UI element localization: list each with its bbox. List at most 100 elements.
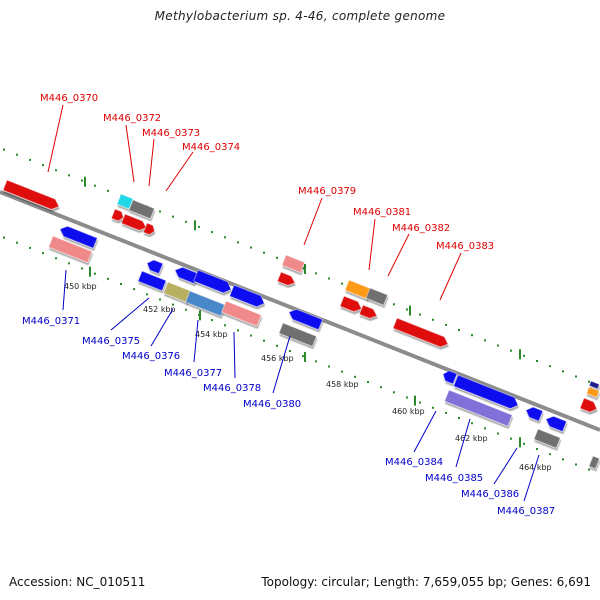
- outer-track-dot: [588, 380, 590, 383]
- label-leader: [272, 335, 291, 394]
- gene-label-bottom[interactable]: M446_0376: [122, 351, 180, 362]
- inner-track-dot: [16, 241, 18, 244]
- label-leader: [150, 308, 174, 347]
- inner-track-dot: [575, 463, 577, 466]
- gene-glyph[interactable]: [121, 213, 148, 233]
- inner-track-dot: [497, 432, 499, 435]
- outer-track-dot: [393, 303, 395, 306]
- gene-label-bottom[interactable]: M446_0377: [164, 368, 222, 379]
- gene-label-top[interactable]: M446_0372: [103, 113, 161, 124]
- label-leader: [523, 454, 540, 502]
- gene-glyph[interactable]: [533, 428, 561, 449]
- outer-track-dot: [484, 339, 486, 342]
- inner-track-dot: [458, 417, 460, 420]
- gene-glyph[interactable]: [173, 265, 199, 284]
- label-leader: [439, 252, 462, 301]
- gene-label-bottom[interactable]: M446_0386: [461, 489, 519, 500]
- outer-track-dot: [172, 215, 174, 218]
- gene-glyph[interactable]: [365, 287, 388, 306]
- gene-glyph[interactable]: [392, 317, 450, 349]
- gene-glyph[interactable]: [339, 295, 364, 314]
- gene-label-bottom[interactable]: M446_0380: [243, 399, 301, 410]
- gene-glyph[interactable]: [229, 284, 267, 309]
- scale-label: 458 kbp: [326, 380, 359, 389]
- label-leader: [125, 124, 135, 183]
- outer-track-dot: [406, 308, 408, 311]
- gene-glyph[interactable]: [185, 290, 226, 317]
- gene-label-bottom[interactable]: M446_0371: [22, 316, 80, 327]
- gene-glyph[interactable]: [145, 258, 164, 275]
- label-leader: [148, 138, 155, 187]
- outer-track-dot: [237, 241, 239, 244]
- gene-label-top[interactable]: M446_0373: [142, 128, 200, 139]
- gene-glyph[interactable]: [278, 322, 317, 347]
- outer-track-dot: [302, 267, 304, 270]
- label-leader: [493, 447, 518, 485]
- inner-track-dot: [3, 236, 5, 239]
- gene-glyph[interactable]: [579, 397, 599, 414]
- gene-glyph[interactable]: [586, 386, 600, 398]
- gene-glyph[interactable]: [111, 208, 125, 222]
- accession-text: Accession: NC_010511: [9, 575, 146, 589]
- gene-glyph[interactable]: [444, 389, 513, 427]
- gene-label-bottom[interactable]: M446_0378: [203, 383, 261, 394]
- gene-label-bottom[interactable]: M446_0384: [385, 457, 443, 468]
- scale-label: 454 kbp: [195, 330, 228, 339]
- gene-label-top[interactable]: M446_0379: [298, 186, 356, 197]
- gene-label-bottom[interactable]: M446_0375: [82, 336, 140, 347]
- gene-label-bottom[interactable]: M446_0387: [497, 506, 555, 517]
- outer-track-dot: [185, 220, 187, 223]
- scale-label: 450 kbp: [64, 282, 97, 291]
- gene-label-top[interactable]: M446_0370: [40, 93, 98, 104]
- gene-glyph[interactable]: [221, 300, 262, 327]
- outer-track-dot: [94, 184, 96, 187]
- inner-track-dot: [133, 288, 135, 291]
- gene-glyph[interactable]: [137, 270, 167, 292]
- gene-glyph[interactable]: [287, 307, 323, 331]
- inner-track-dot: [185, 308, 187, 311]
- gene-label-top[interactable]: M446_0374: [182, 142, 240, 153]
- gene-glyph[interactable]: [344, 279, 372, 300]
- gene-label-top[interactable]: M446_0383: [436, 241, 494, 252]
- inner-track-dot: [354, 375, 356, 378]
- inner-track-dot: [562, 458, 564, 461]
- gene-label-bottom[interactable]: M446_0385: [425, 473, 483, 484]
- topology-text: Topology: circular; Length: 7,659,055 bp…: [261, 575, 591, 589]
- gene-glyph[interactable]: [588, 380, 600, 390]
- inner-track-dot: [120, 282, 122, 285]
- gene-glyph[interactable]: [143, 222, 156, 236]
- gene-glyph[interactable]: [524, 405, 544, 422]
- inner-track-dot: [211, 319, 213, 322]
- gene-glyph[interactable]: [588, 455, 600, 470]
- outer-track-dot: [341, 282, 343, 285]
- inner-track-dot: [159, 298, 161, 301]
- gene-label-top[interactable]: M446_0381: [353, 207, 411, 218]
- gene-label-top[interactable]: M446_0382: [392, 223, 450, 234]
- inner-track-dot: [94, 272, 96, 275]
- gene-glyph[interactable]: [58, 224, 98, 249]
- gene-glyph[interactable]: [441, 369, 458, 385]
- outer-track-dot: [419, 313, 421, 316]
- gene-glyph[interactable]: [128, 199, 155, 219]
- gene-glyph[interactable]: [48, 235, 93, 263]
- inner-track-dot: [510, 437, 512, 440]
- gene-glyph[interactable]: [281, 254, 305, 273]
- outer-track-dot: [263, 251, 265, 254]
- outer-track-dot: [81, 179, 83, 182]
- gene-glyph[interactable]: [2, 179, 61, 212]
- gene-glyph[interactable]: [193, 269, 234, 295]
- label-leader: [47, 104, 64, 173]
- inner-track-dot: [328, 365, 330, 368]
- map-title: Methylobacterium sp. 4-46, complete geno…: [154, 9, 446, 23]
- gene-glyph[interactable]: [277, 271, 296, 288]
- gene-glyph[interactable]: [544, 414, 567, 432]
- outer-track-dot: [3, 148, 5, 151]
- gene-glyph[interactable]: [359, 304, 378, 321]
- inner-track-dot: [250, 334, 252, 337]
- outer-track-dot: [562, 370, 564, 373]
- inner-track-dot: [224, 324, 226, 327]
- gene-glyph[interactable]: [116, 193, 134, 210]
- gene-glyph[interactable]: [453, 374, 521, 411]
- inner-track-dot: [367, 380, 369, 383]
